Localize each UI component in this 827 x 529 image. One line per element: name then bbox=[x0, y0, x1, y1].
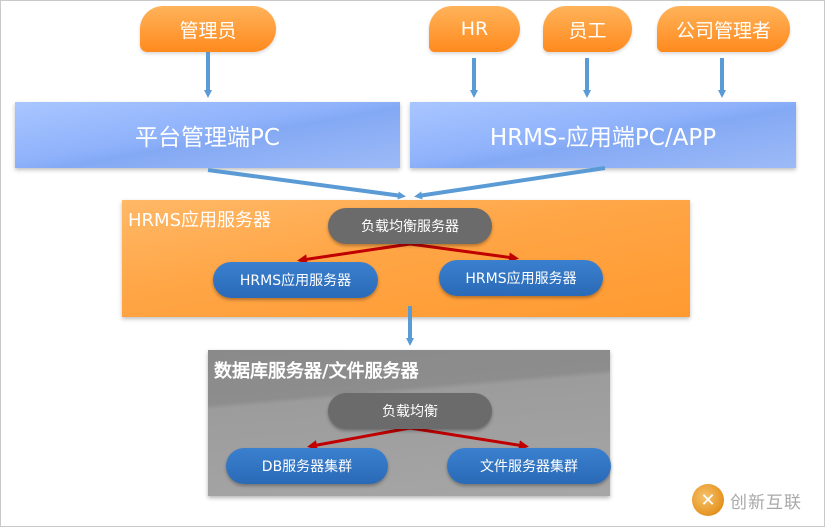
role-employee: 员工 bbox=[543, 6, 632, 52]
watermark-text: 创新互联 bbox=[730, 492, 802, 513]
arrow-lb-to-files bbox=[409, 426, 529, 451]
hrms-app-server-2: HRMS应用服务器 bbox=[439, 260, 603, 296]
arrow-lb-to-app2 bbox=[409, 242, 519, 263]
client-hrms-app: HRMS-应用端PC/APP bbox=[410, 102, 796, 168]
db-server-cluster: DB服务器集群 bbox=[226, 448, 388, 484]
arrow-lb-to-db bbox=[307, 426, 411, 451]
arrow-lb-to-app1 bbox=[297, 242, 411, 265]
watermark-logo-icon: ✕ bbox=[692, 484, 724, 516]
data-load-balancer: 负载均衡 bbox=[328, 393, 492, 429]
app-tier-title: HRMS应用服务器 bbox=[128, 210, 271, 231]
file-server-cluster: 文件服务器集群 bbox=[447, 448, 611, 484]
role-admin: 管理员 bbox=[140, 6, 276, 52]
client-platform-pc: 平台管理端PC bbox=[15, 102, 400, 168]
load-balancer-server: 负载均衡服务器 bbox=[328, 208, 492, 244]
role-company-manager: 公司管理者 bbox=[657, 6, 790, 52]
hrms-app-server-1: HRMS应用服务器 bbox=[213, 262, 378, 298]
role-hr: HR bbox=[429, 6, 520, 52]
arrow-pc-to-tier bbox=[207, 168, 406, 200]
arrow-app-to-tier bbox=[414, 166, 606, 200]
watermark: ✕ 创新互联 bbox=[692, 482, 820, 518]
data-tier-title: 数据库服务器/文件服务器 bbox=[214, 361, 419, 382]
